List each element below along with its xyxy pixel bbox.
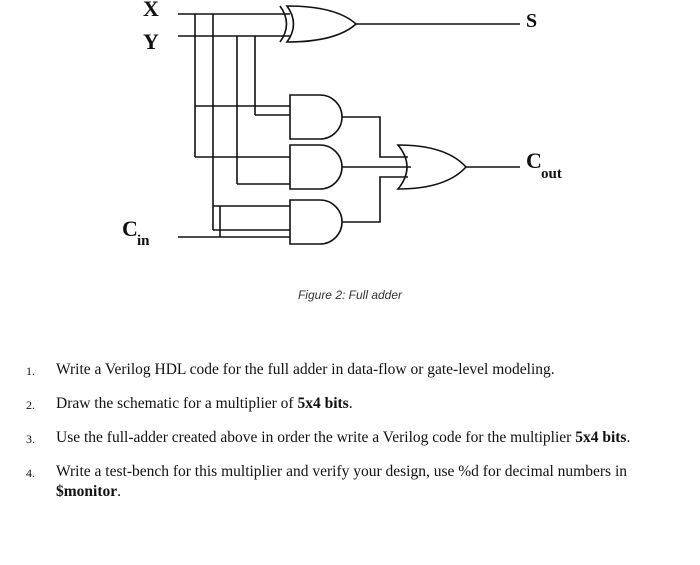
task-text-bold: 5x4 bits [575, 429, 627, 446]
output-label-cout-subscript: out [541, 166, 562, 182]
figure-caption: Figure 2: Full adder [297, 288, 403, 302]
task-text: Draw the schematic for a multiplier of 5… [56, 395, 353, 412]
task-text-part: Write a Verilog HDL code for the full ad… [56, 361, 555, 378]
input-label-y: Y [143, 29, 159, 54]
task-number: 3. [26, 432, 35, 446]
task-item-3: 3. Use the full-adder created above in o… [22, 428, 682, 448]
task-text-part: . [117, 483, 122, 500]
task-number: 2. [26, 398, 35, 412]
task-text-part: Use the full-adder created above in orde… [56, 429, 576, 446]
task-item-2: 2. Draw the schematic for a multiplier o… [22, 394, 682, 414]
task-number: 1. [26, 364, 35, 378]
input-label-cin-subscript: in [137, 233, 150, 249]
task-text: Write a test-bench for this multiplier a… [56, 463, 627, 500]
task-text-part: . [348, 395, 353, 412]
task-text-part: Draw the schematic for a multiplier of [56, 395, 298, 412]
xor-gate [285, 5, 358, 43]
xor-gate-back-curve [279, 5, 288, 43]
output-label-cout: C [526, 148, 542, 173]
task-item-1: 1. Write a Verilog HDL code for the full… [22, 360, 682, 380]
task-text-part: Write a test-bench for this multiplier a… [56, 463, 627, 480]
and-gate-1 [289, 94, 343, 140]
output-label-sum: S [526, 10, 537, 32]
or-gate [396, 144, 468, 190]
task-text-part: . [626, 429, 631, 446]
and-gate-2 [289, 144, 343, 190]
task-text-bold: 5x4 bits [297, 395, 349, 412]
task-item-4: 4. Write a test-bench for this multiplie… [22, 462, 682, 502]
input-label-cin: C [122, 216, 138, 241]
and-gate-3 [289, 199, 343, 245]
input-label-x: X [143, 0, 159, 21]
wire-and3-output [342, 176, 408, 223]
full-adder-diagram: X Y C in S C out [122, 0, 562, 249]
wire-and1-output [342, 116, 408, 158]
task-text: Write a Verilog HDL code for the full ad… [56, 361, 555, 378]
task-text-bold: $monitor [56, 483, 118, 500]
task-number: 4. [26, 466, 35, 480]
task-list: 1. Write a Verilog HDL code for the full… [22, 360, 682, 516]
task-text: Use the full-adder created above in orde… [56, 429, 630, 446]
